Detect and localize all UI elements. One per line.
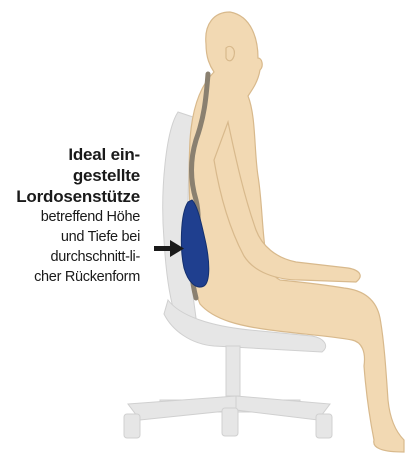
- chair-leg-left: [128, 396, 236, 420]
- seated-person: [189, 12, 404, 452]
- chair-caster-right: [316, 414, 332, 438]
- person-torso-and-legs: [189, 12, 404, 452]
- person-ear: [226, 46, 234, 60]
- chair-caster-center: [222, 408, 238, 436]
- arrow-shaft: [154, 246, 172, 251]
- chair-column: [226, 346, 240, 396]
- chair-caster-left: [124, 414, 140, 438]
